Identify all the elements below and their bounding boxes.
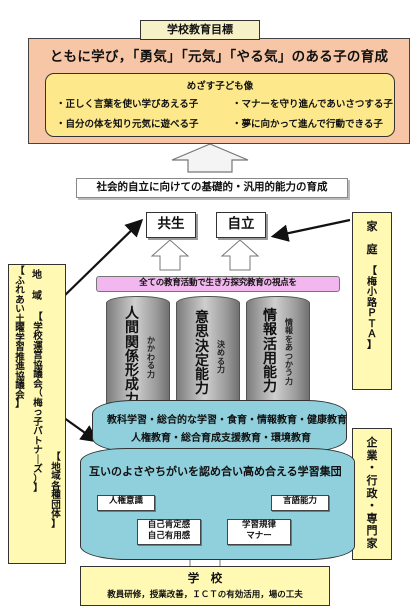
learning-group-tier: 互いのよさやちがいを認め合い高め合える学習集団 人権意識 言語能力 自己肯定感 … [80, 448, 355, 560]
goal-title-tab: 学校教育目標 [140, 20, 260, 40]
curriculum-line: 人権教育・総合育成支援教育・環境教育 [131, 433, 311, 444]
pillar-subtitle: 決 め る 力 [217, 340, 225, 375]
pillar-subtitle: 情 報 を あ つ か う 力 [285, 318, 293, 386]
family-pta: 【 梅 小 路 Ｐ Ｔ Ａ 】 [367, 266, 377, 351]
family-box: 家 庭 【 梅 小 路 Ｐ Ｔ Ａ 】 [352, 212, 392, 390]
family-arrow [270, 218, 351, 242]
community-arrow [59, 218, 144, 301]
curriculum-line: 教科学習・総合的な学習・食育・情報教育・健康教育 [107, 415, 347, 426]
curriculum-tier: 教科学習・総合的な学習・食育・情報教育・健康教育 人権教育・総合育成支援教育・環… [92, 400, 347, 452]
pillar-title: 人 間 関 係 形 成 力 [125, 306, 139, 407]
community-title: 地 域 [32, 270, 42, 302]
community-org-1: 【 ふ れ あ い 土 曜 学 習 推 進 協 議 会 】 [15, 266, 25, 410]
upward-arrow-right [220, 239, 260, 271]
chip-discipline: 学習規律 マナー [227, 519, 291, 545]
pillar-information: 情 報 活 用 能 力 情 報 を あ つ か う 力 [246, 296, 310, 410]
goal-panel: ともに学び，「勇気」「元気」「やる気」のある子の育成 めざす子ども像 ・正しく言… [28, 38, 410, 144]
community-box: 地 域 【 ふ れ あ い 土 曜 学 習 推 進 協 議 会 】 【 学 校 … [8, 264, 66, 564]
pillar-title: 情 報 活 用 能 力 [263, 308, 277, 396]
upward-arrow-left [150, 239, 190, 271]
pillar-title: 意 思 決 定 能 力 [195, 310, 209, 398]
chip-self-esteem: 自己肯定感 自己有用感 [137, 519, 201, 545]
chip-language: 言語能力 [271, 495, 329, 511]
skill-banner: 社会的自立に向けての基礎的・汎用的能力の育成 [76, 178, 348, 198]
enterprise-box: 企 業 ・ 行 政 ・ 専 門 家 [352, 428, 392, 560]
ideal-child-item: ・自分の体を知り元気に遊べる子 [56, 119, 199, 130]
school-title: 学 校 [187, 571, 223, 585]
school-box: 学 校 教員研修，授業改善，ＩＣＴの有効活用，場の工夫 [80, 566, 330, 606]
pillar-decision: 意 思 決 定 能 力 決 め る 力 [176, 296, 240, 410]
community-org-2: 【 学 校 運 営 協 議 会 （ 梅 っ 子 パ ト ナ ｜ ズ ） 】 [33, 312, 43, 494]
goal-main-text: ともに学び，「勇気」「元気」「やる気」のある子の育成 [49, 49, 389, 65]
school-detail: 教員研修，授業改善，ＩＣＴの有効活用，場の工夫 [107, 590, 303, 600]
ideal-child-item: ・夢に向かって進んで行動できる子 [232, 119, 383, 130]
enterprise-text: 企 業 ・ 行 政 ・ 専 門 家 [366, 436, 378, 551]
ideal-child-title: めざす子ども像 [186, 81, 254, 92]
family-title: 家 庭 [366, 220, 378, 257]
chip-human-rights: 人権意識 [97, 495, 155, 511]
pillar-header: 全ての教育活動で生き方探究教育の視点を [96, 276, 340, 292]
pillar-subtitle: か か わ る 力 [147, 336, 155, 379]
kyosei-box: 共生 [146, 212, 196, 238]
ideal-child-panel: めざす子ども像 ・正しく言葉を使い学びあえる子 ・マナーを守り進んであいさつする… [45, 73, 395, 137]
jiritsu-box: 自立 [216, 212, 266, 238]
upward-arrow-top [171, 143, 249, 173]
learning-group-title: 互いのよさやちがいを認め合い高め合える学習集団 [89, 465, 342, 478]
community-org-3: 【 地 域 各 種 団 体 】 [51, 452, 61, 530]
ideal-child-item: ・正しく言葉を使い学びあえる子 [56, 99, 199, 110]
pillar-relations: 人 間 関 係 形 成 力 か か わ る 力 [106, 296, 170, 410]
ideal-child-item: ・マナーを守り進んであいさつする子 [232, 99, 393, 110]
